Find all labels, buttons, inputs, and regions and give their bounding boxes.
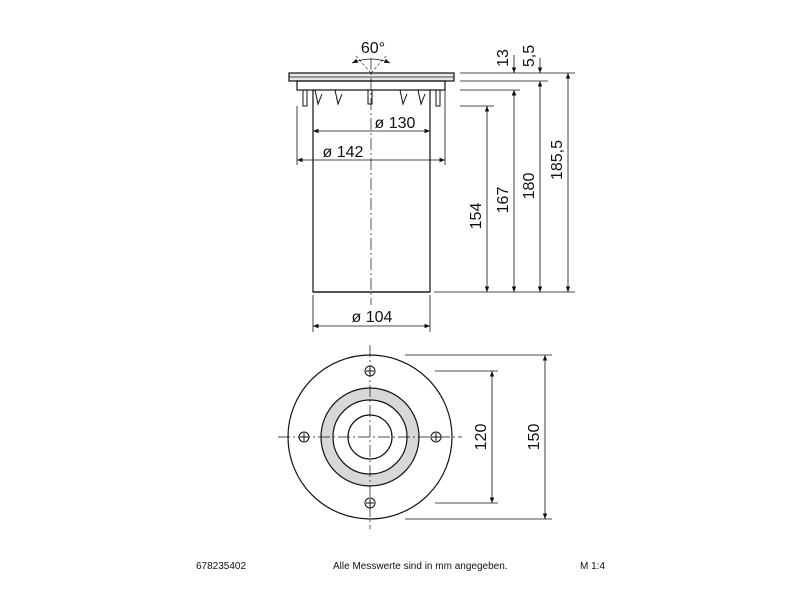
side-diameter-dimensions [296,90,446,332]
dim-180-label: 180 [521,173,538,200]
dia-142-label: ø 142 [323,144,364,161]
screw-holes [298,365,442,509]
article-number: 678235402 [196,561,247,572]
clamp-teeth [302,89,441,107]
dim-5-5-label: 5,5 [521,45,538,67]
top-view-dimensions [405,354,552,520]
dim-120-label: 120 [473,424,490,451]
dim-185-5-label: 185,5 [549,140,566,180]
dia-104-label: ø 104 [352,309,393,326]
measurement-note: Alle Messwerte sind in mm angegeben. [333,561,508,572]
angle-label: 60° [361,40,385,57]
dim-13-label: 13 [495,49,512,67]
dim-167-label: 167 [495,187,512,214]
dim-150-label: 150 [526,424,543,451]
dia-130-label: ø 130 [375,115,416,132]
side-view [288,54,455,305]
side-height-dimensions [434,55,575,293]
dim-154-label: 154 [468,203,485,230]
scale-label: M 1:4 [580,561,606,572]
top-view [278,345,462,529]
